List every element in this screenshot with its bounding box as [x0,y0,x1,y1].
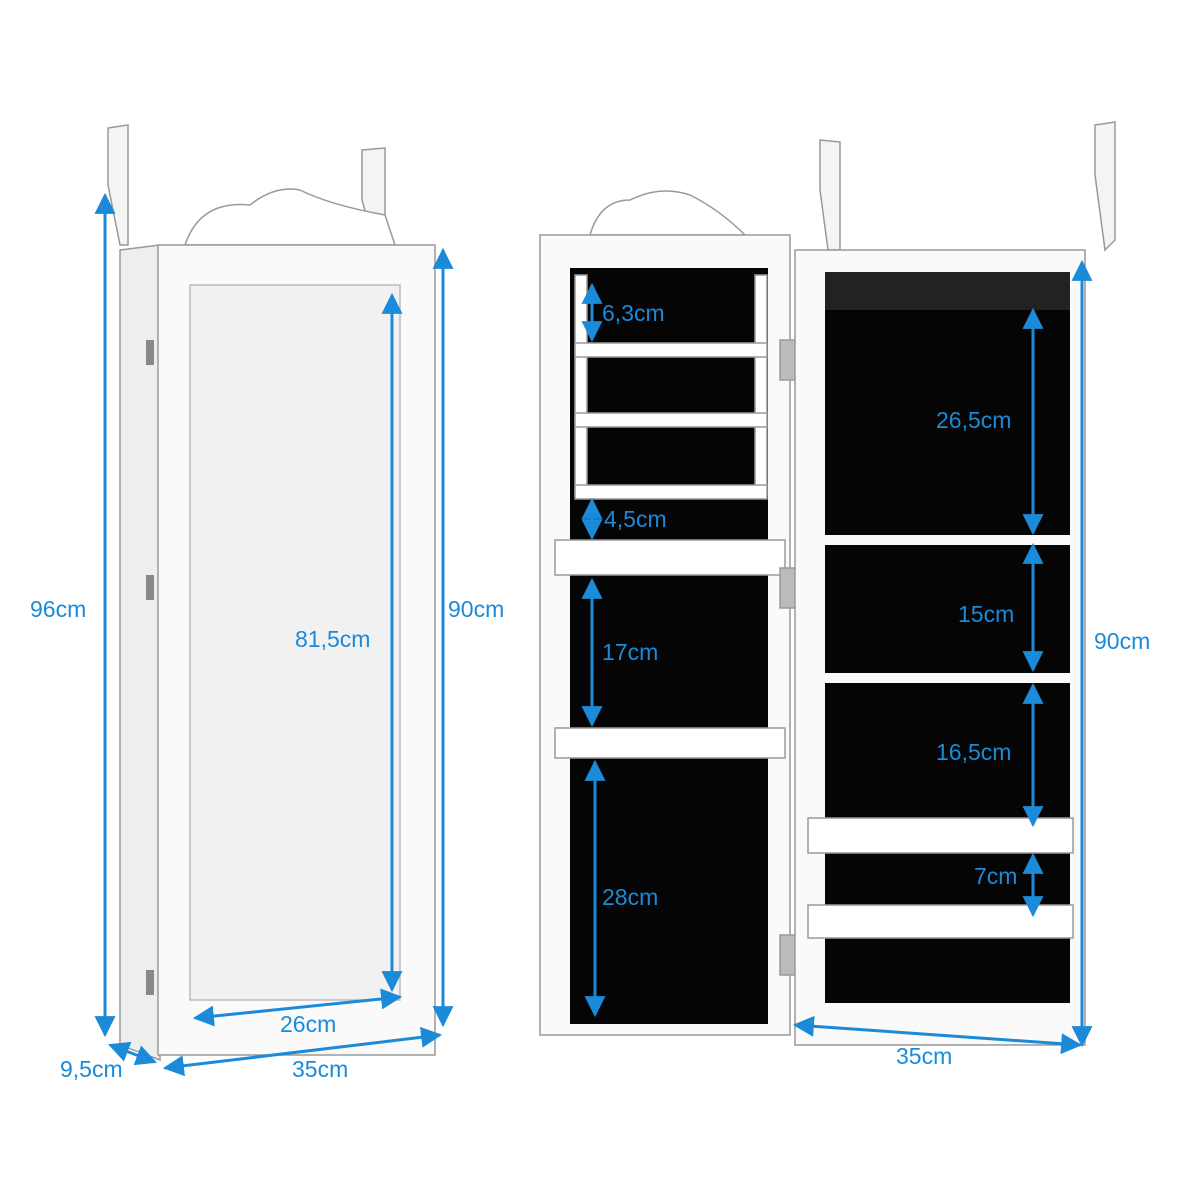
door-bottom-section-label: 28cm [602,884,659,910]
open-cabinet-body [794,249,1086,1046]
third-compartment-label: 16,5cm [936,739,1012,765]
width-label: 35cm [292,1056,349,1082]
cabinet-width-label: 35cm [896,1043,953,1069]
mirror-width-label: 26cm [280,1011,337,1037]
second-compartment-label: 15cm [958,601,1015,627]
door-middle-section-label: 17cm [602,639,659,665]
cabinet-height-label: 90cm [1094,628,1151,654]
closed-cabinet [107,124,436,1062]
depth-label: 9,5cm [60,1056,123,1082]
earring-rack-gap-label: 6,3cm [602,300,665,326]
top-compartment-label: 26,5cm [936,407,1012,433]
lower-rack-gap-label: 4,5cm [604,506,667,532]
dimension-arrows [94,192,1093,1077]
total-height-label: 96cm [30,596,87,622]
body-height-label: 90cm [448,596,505,622]
small-compartment-label: 7cm [974,863,1018,889]
mirror-height-label: 81,5cm [295,626,371,652]
